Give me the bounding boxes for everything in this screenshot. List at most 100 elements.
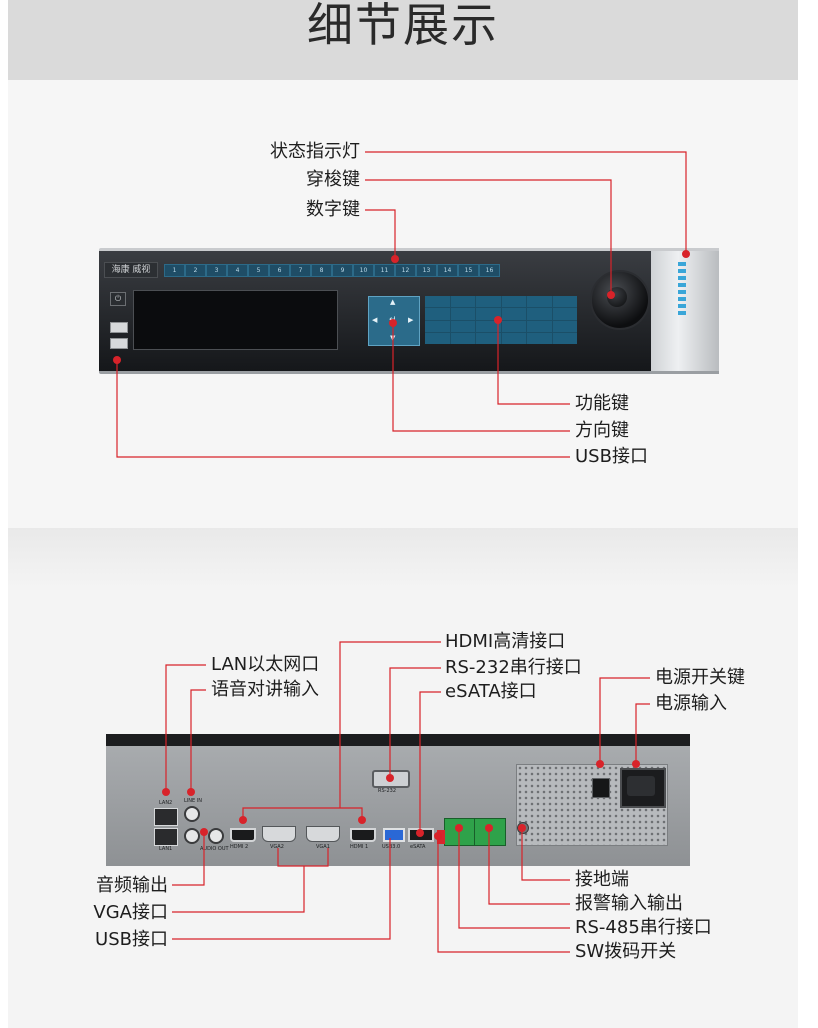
lan-port-2[interactable] [154,808,178,826]
label-jog-shuttle: 穿梭键 [306,169,360,190]
rear-usb3-port[interactable] [383,828,405,842]
arrow-right-icon: ▶ [408,316,414,324]
function-key[interactable] [450,332,475,344]
label-voice-in: 语音对讲输入 [211,679,319,700]
status-led [678,276,686,280]
number-key[interactable]: 11 [374,264,395,277]
function-key[interactable] [450,296,475,308]
alarm-io-terminal-block[interactable] [474,818,506,846]
label-esata: eSATA接口 [445,681,537,702]
label-hdmi: HDMI高清接口 [445,631,566,652]
number-key[interactable]: 13 [416,264,437,277]
function-key[interactable] [527,332,552,344]
disk-tray-window [133,290,338,350]
function-key[interactable] [425,320,450,332]
front-usb-port[interactable] [110,338,128,349]
number-key[interactable]: 9 [332,264,353,277]
status-led [678,269,686,273]
lan2-mark: LAN2 [159,800,173,806]
function-key[interactable] [425,332,450,344]
label-rs485: RS-485串行接口 [575,917,712,938]
function-key[interactable] [476,320,501,332]
power-switch[interactable] [592,778,610,798]
page-title: 细节展示 [307,0,499,52]
hdmi2-port[interactable] [230,828,256,842]
line-in-jack[interactable] [184,806,200,822]
label-vga: VGA接口 [93,902,168,923]
function-key[interactable] [501,320,526,332]
number-key[interactable]: 16 [479,264,500,277]
number-key[interactable]: 5 [248,264,269,277]
function-key[interactable] [450,320,475,332]
function-key[interactable] [476,308,501,320]
number-key[interactable]: 7 [290,264,311,277]
rs232-port[interactable] [372,770,410,788]
ground-screw[interactable] [517,822,529,834]
number-key[interactable]: 14 [437,264,458,277]
label-alarm-io: 报警输入输出 [575,893,683,914]
direction-pad[interactable]: ▲ ◀ ▶ ▼ ↵ [368,296,420,346]
vga1-port[interactable] [306,826,340,842]
header-banner: 细节展示 [8,0,798,80]
number-key[interactable]: 8 [311,264,332,277]
audio-out-mark: AUDIO OUT [200,846,229,852]
function-key-grid [425,296,577,344]
page: 细节展示 [8,0,798,1028]
arrow-left-icon: ◀ [372,316,378,324]
hdmi1-port[interactable] [350,828,376,842]
function-key[interactable] [476,296,501,308]
front-usb-port[interactable] [110,322,128,333]
rs232-mark: RS-232 [378,788,396,794]
status-led-column [664,262,688,318]
number-key[interactable]: 15 [458,264,479,277]
arrow-up-icon: ▲ [390,298,396,306]
hdmi2-mark: HDMI 2 [230,844,249,850]
function-key[interactable] [552,296,577,308]
power-button[interactable]: ⏻ [110,292,126,306]
function-key[interactable] [552,320,577,332]
arrow-down-icon: ▼ [390,334,396,342]
esata-port[interactable] [408,828,434,842]
number-key[interactable]: 12 [395,264,416,277]
status-led [678,304,686,308]
label-direction-keys: 方向键 [575,420,629,441]
number-key[interactable]: 10 [353,264,374,277]
function-key[interactable] [476,332,501,344]
audio-out-jack[interactable] [184,828,200,844]
status-led [678,283,686,287]
number-key[interactable]: 2 [185,264,206,277]
label-usb: USB接口 [575,446,648,467]
lan1-mark: LAN1 [159,846,173,852]
function-key[interactable] [527,296,552,308]
status-led [678,297,686,301]
number-key[interactable]: 1 [164,264,185,277]
label-sw-dip: SW拨码开关 [575,941,677,962]
label-number-keys: 数字键 [306,199,360,220]
sw-dip-switch[interactable] [437,830,445,844]
function-key[interactable] [552,308,577,320]
audio-out-jack[interactable] [208,828,224,844]
line-in-mark: LINE IN [184,798,202,804]
number-key[interactable]: 3 [206,264,227,277]
label-rs232: RS-232串行接口 [445,657,582,678]
vga1-mark: VGA1 [316,844,330,850]
status-led [678,311,686,315]
vga2-port[interactable] [262,826,296,842]
jog-dial-center[interactable] [607,287,627,307]
function-key[interactable] [425,296,450,308]
power-socket-pins-icon [627,776,655,796]
function-key[interactable] [501,296,526,308]
label-status-led: 状态指示灯 [270,141,360,162]
function-key[interactable] [527,320,552,332]
rs485-terminal-block[interactable] [444,818,476,846]
function-key[interactable] [425,308,450,320]
number-key[interactable]: 6 [269,264,290,277]
function-key[interactable] [552,332,577,344]
function-key[interactable] [450,308,475,320]
number-key[interactable]: 4 [227,264,248,277]
function-key[interactable] [501,332,526,344]
function-key[interactable] [527,308,552,320]
function-key[interactable] [501,308,526,320]
label-audio-out: 音频输出 [96,875,168,896]
lan-port-1[interactable] [154,828,178,846]
